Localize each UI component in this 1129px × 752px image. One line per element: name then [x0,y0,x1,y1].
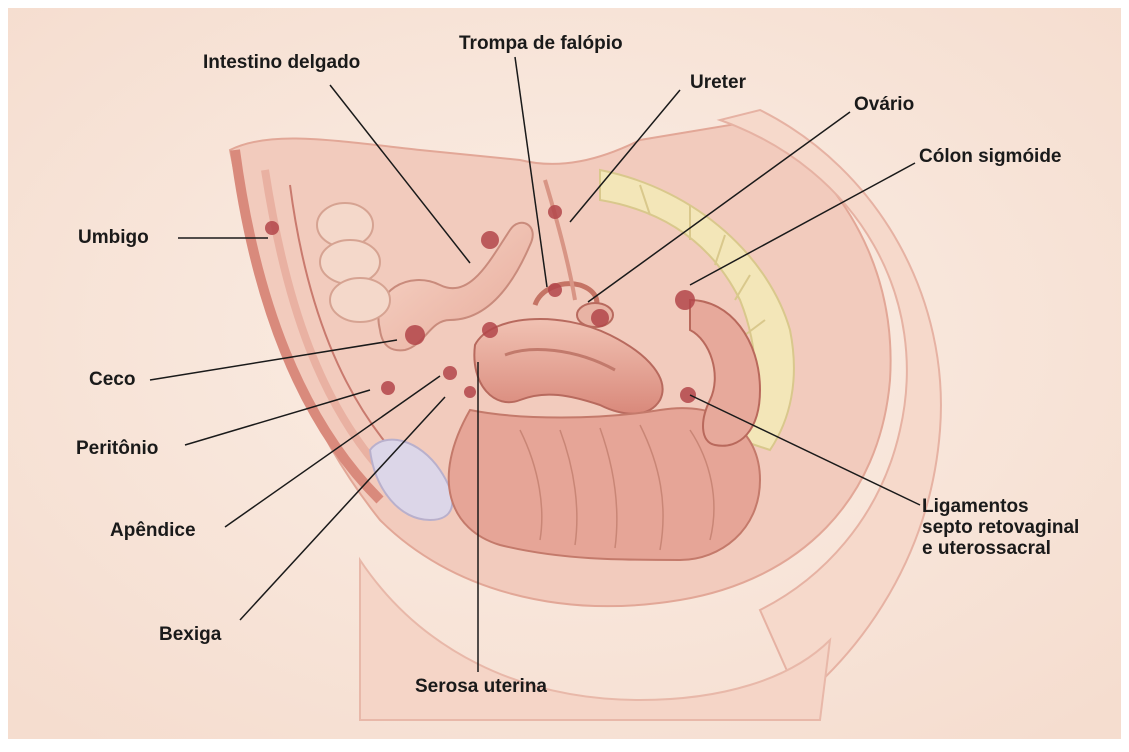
label-ligamentos-line1: Ligamentos [922,496,1079,517]
label-peritonio: Peritônio [76,438,158,460]
label-colon-sigmoide: Cólon sigmóide [919,146,1062,168]
label-ligamentos: Ligamentos septo retovaginal e uterossac… [922,496,1079,559]
label-serosa-uterina: Serosa uterina [415,676,547,698]
label-ureter: Ureter [690,72,746,94]
label-ceco: Ceco [89,369,135,391]
label-umbigo: Umbigo [78,227,149,249]
label-ligamentos-line3: e uterossacral [922,538,1079,559]
label-ovario: Ovário [854,94,914,116]
label-intestino-delgado: Intestino delgado [203,52,360,74]
label-bexiga: Bexiga [159,624,221,646]
label-apendice: Apêndice [110,520,196,542]
label-ligamentos-line2: septo retovaginal [922,517,1079,538]
label-trompa-de-falopio: Trompa de falópio [459,33,623,55]
